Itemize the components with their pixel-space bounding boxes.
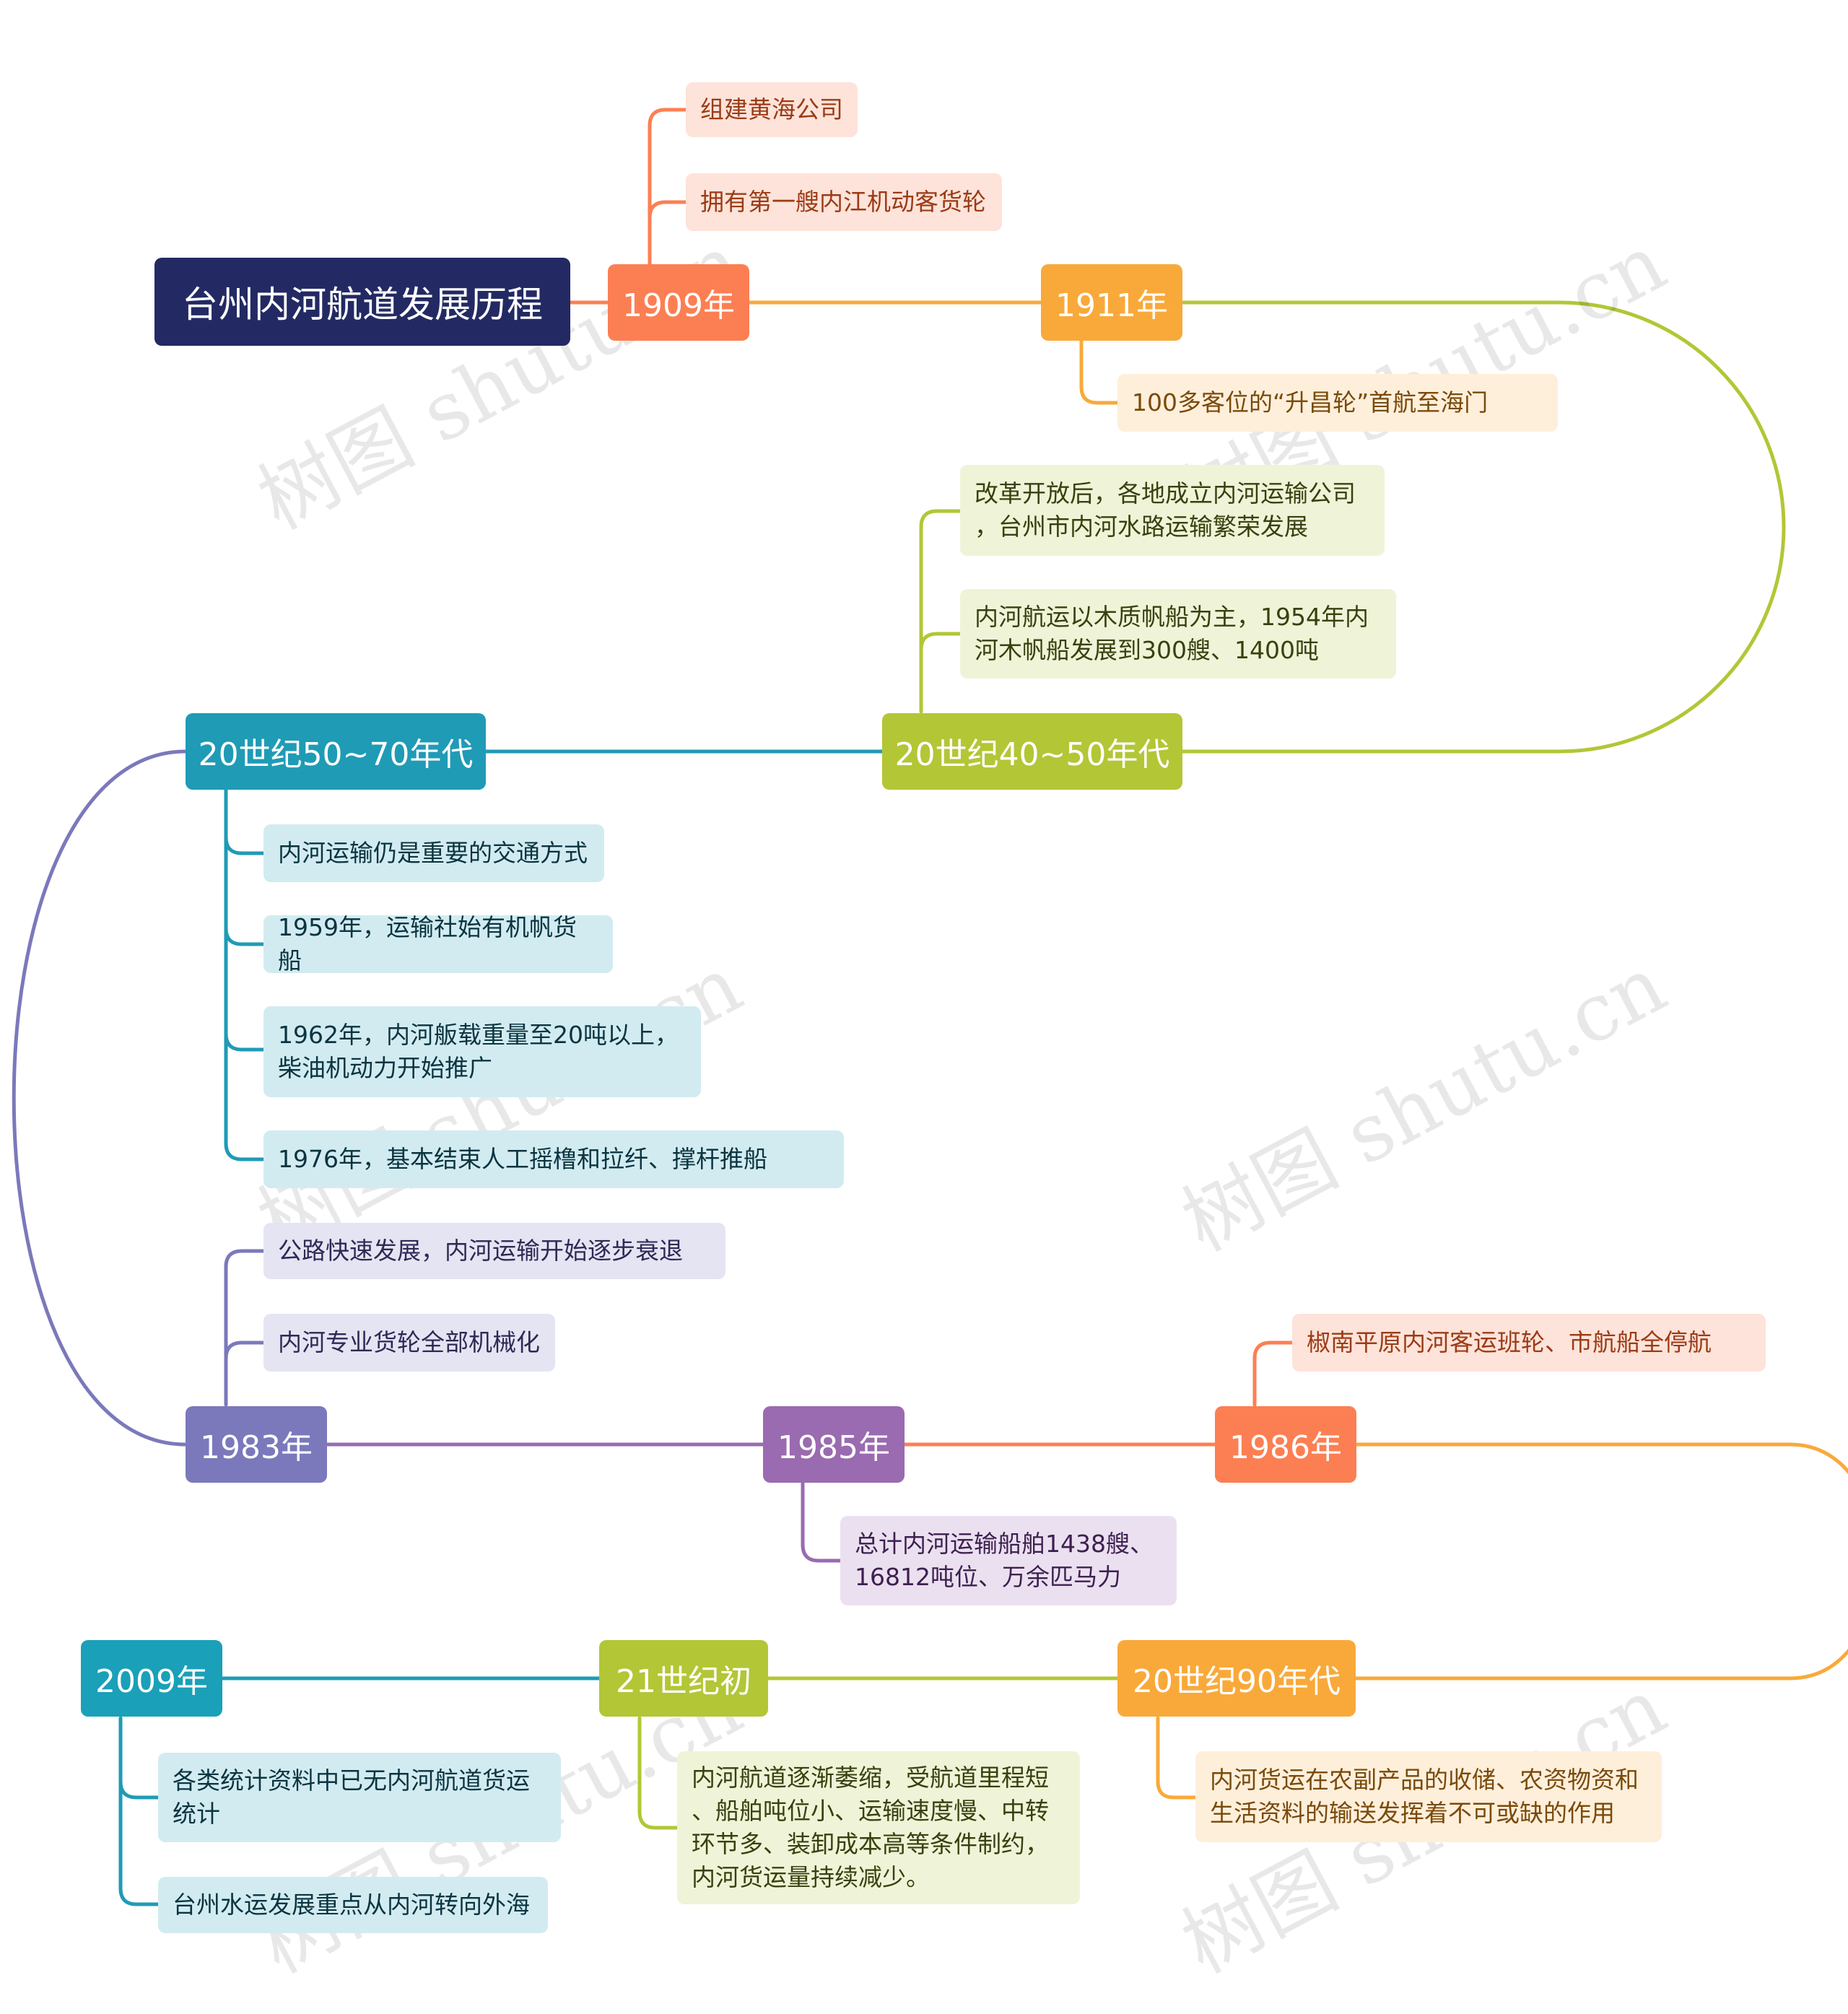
link-50s-1983 bbox=[12, 749, 188, 1447]
note-1950s-4[interactable]: 1976年，基本结束人工摇橹和拉纤、撑杆推船 bbox=[263, 1130, 844, 1188]
node-2009[interactable]: 2009年 bbox=[81, 1640, 222, 1717]
note-1983-2[interactable]: 内河专业货轮全部机械化 bbox=[263, 1314, 555, 1372]
node-1940s-1950s[interactable]: 20世纪40~50年代 bbox=[882, 713, 1182, 790]
note-1983-1[interactable]: 公路快速发展，内河运输开始逐步衰退 bbox=[263, 1223, 725, 1279]
note-1911-1[interactable]: 100多客位的“升昌轮”首航至海门 bbox=[1117, 374, 1558, 432]
node-1911[interactable]: 1911年 bbox=[1041, 264, 1182, 341]
node-1985[interactable]: 1985年 bbox=[763, 1406, 905, 1483]
link-1986-90s bbox=[1354, 1442, 1848, 1680]
node-1990s[interactable]: 20世纪90年代 bbox=[1117, 1640, 1356, 1717]
note-1909-1[interactable]: 组建黄海公司 bbox=[686, 82, 858, 137]
note-21st-century-1[interactable]: 内河航道逐渐萎缩，受航道里程短 、船舶吨位小、运输速度慢、中转 环节多、装卸成本… bbox=[677, 1751, 1080, 1904]
note-1990s-1[interactable]: 内河货运在农副产品的收储、农资物资和 生活资料的输送发挥着不可或缺的作用 bbox=[1195, 1751, 1662, 1842]
note-1950s-2[interactable]: 1959年，运输社始有机帆货船 bbox=[263, 913, 613, 975]
note-2009-2[interactable]: 台州水运发展重点从内河转向外海 bbox=[158, 1877, 548, 1933]
note-1940s-1[interactable]: 改革开放后，各地成立内河运输公司 ，台州市内河水路运输繁荣发展 bbox=[960, 465, 1385, 556]
link-1911-40s bbox=[1180, 300, 1786, 754]
node-1986[interactable]: 1986年 bbox=[1215, 1406, 1356, 1483]
note-1986-1[interactable]: 椒南平原内河客运班轮、市航船全停航 bbox=[1292, 1314, 1766, 1372]
node-1983[interactable]: 1983年 bbox=[186, 1406, 327, 1483]
note-1950s-3[interactable]: 1962年，内河舨载重量至20吨以上， 柴油机动力开始推广 bbox=[263, 1006, 701, 1097]
node-21st-century[interactable]: 21世纪初 bbox=[599, 1640, 768, 1717]
note-1950s-1[interactable]: 内河运输仍是重要的交通方式 bbox=[263, 824, 604, 882]
node-1950s-1970s[interactable]: 20世纪50~70年代 bbox=[186, 713, 486, 790]
note-2009-1[interactable]: 各类统计资料中已无内河航道货运 统计 bbox=[158, 1753, 561, 1842]
note-1909-2[interactable]: 拥有第一艘内江机动客货轮 bbox=[686, 173, 1002, 231]
note-1940s-2[interactable]: 内河航运以木质帆船为主，1954年内 河木帆船发展到300艘、1400吨 bbox=[960, 589, 1396, 679]
root-title[interactable]: 台州内河航道发展历程 bbox=[154, 258, 570, 346]
note-1985-1[interactable]: 总计内河运输船舶1438艘、 16812吨位、万余匹马力 bbox=[840, 1516, 1177, 1605]
node-1909[interactable]: 1909年 bbox=[608, 264, 749, 341]
